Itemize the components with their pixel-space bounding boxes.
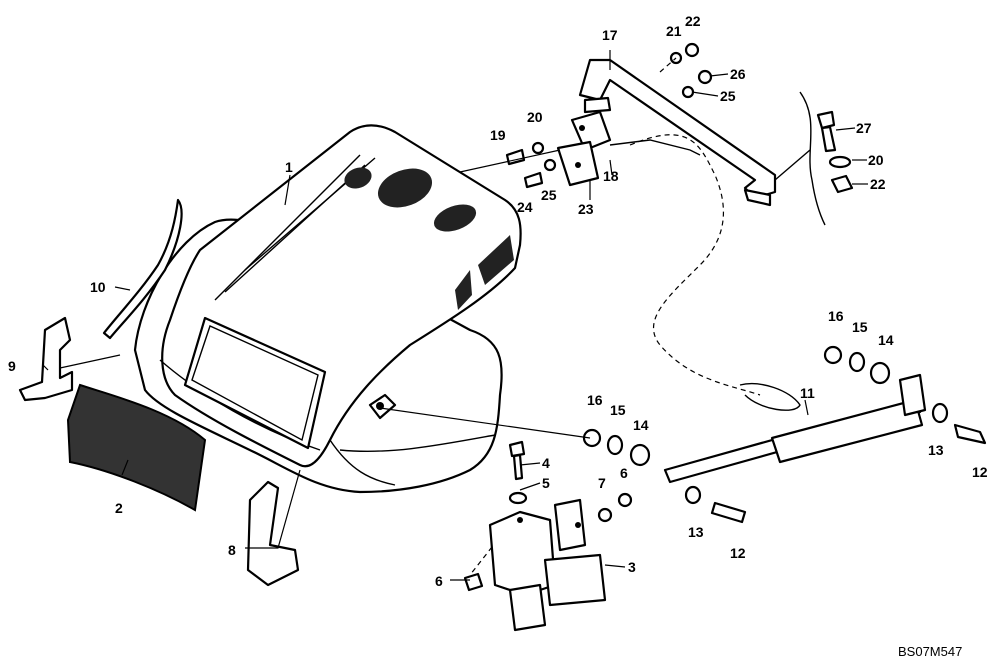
callout-23: 23: [578, 201, 594, 217]
callout-16: 16: [828, 308, 844, 324]
callout-14: 14: [878, 332, 894, 348]
callout-4: 4: [542, 455, 550, 471]
callout-20: 20: [868, 152, 884, 168]
callout-9: 9: [8, 358, 16, 374]
leader-lines: [42, 50, 868, 581]
callout-14: 14: [633, 417, 649, 433]
callout-labels: 1 2 3 4 5 6 6 7 8 9 10 11 12 12 13 13 14…: [8, 13, 988, 589]
callout-15: 15: [852, 319, 868, 335]
latch-assembly: [556, 110, 612, 187]
callout-12: 12: [972, 464, 988, 480]
front-grille: [66, 383, 207, 512]
callout-6: 6: [435, 573, 443, 589]
callout-3: 3: [628, 559, 636, 575]
left-bracket: [18, 316, 74, 402]
callout-12: 12: [730, 545, 746, 561]
callout-24: 24: [517, 199, 533, 215]
bottom-bracket: [246, 480, 300, 587]
callout-20: 20: [527, 109, 543, 125]
gas-strut: [663, 373, 927, 484]
callout-21: 21: [666, 23, 682, 39]
callout-15: 15: [610, 402, 626, 418]
callout-1: 1: [285, 159, 293, 175]
callout-13: 13: [928, 442, 944, 458]
frame-edge: [799, 91, 826, 226]
callout-11: 11: [800, 385, 815, 401]
hood-hinge: [488, 498, 607, 632]
callout-8: 8: [228, 542, 236, 558]
engine-hood: [133, 124, 522, 494]
release-cable: [629, 134, 761, 396]
seal-strip: [102, 198, 183, 340]
callout-6: 6: [620, 465, 628, 481]
callout-25: 25: [720, 88, 736, 104]
callout-26: 26: [730, 66, 746, 82]
callout-27: 27: [856, 120, 872, 136]
callout-13: 13: [688, 524, 704, 540]
callout-22: 22: [870, 176, 886, 192]
callout-16: 16: [587, 392, 603, 408]
drawing-number: BS07M547: [898, 644, 962, 659]
callout-5: 5: [542, 475, 550, 491]
hardware: [463, 42, 987, 592]
callout-25: 25: [541, 187, 557, 203]
callout-19: 19: [490, 127, 506, 143]
callout-10: 10: [90, 279, 106, 295]
callout-2: 2: [115, 500, 123, 516]
callout-22: 22: [685, 13, 701, 29]
callout-17: 17: [602, 27, 618, 43]
callout-18: 18: [603, 168, 619, 184]
callout-7: 7: [598, 475, 606, 491]
